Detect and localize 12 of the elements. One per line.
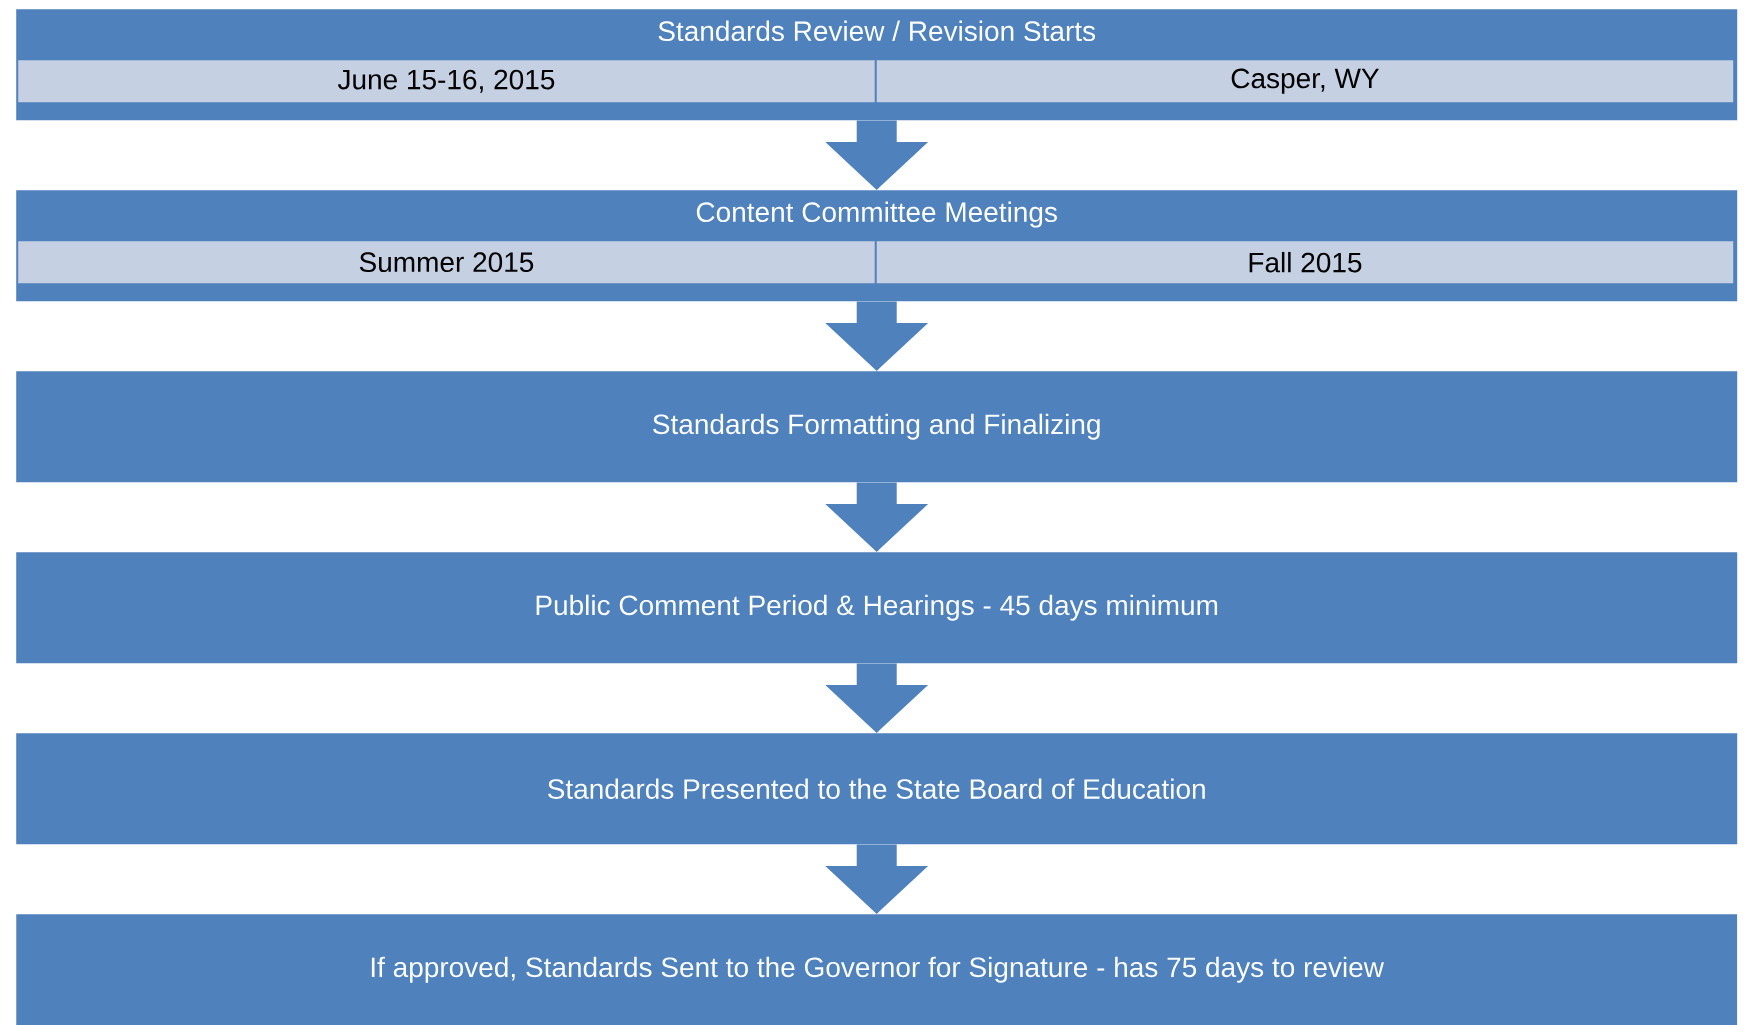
stage-band: Public Comment Period & Hearings - 45 days minimum <box>16 552 1738 664</box>
stage-band: Standards Formatting and Finalizing <box>16 371 1738 483</box>
detail-cell: Summer 2015 <box>18 241 875 284</box>
node-label: Fall 2015 <box>1249 251 1362 273</box>
detail-cell: Fall 2015 <box>876 241 1734 284</box>
stage-band: If approved, Standards Sent to the Governor for Signature - has 75 days to review <box>16 914 1738 1025</box>
detail-cell: Casper, WY <box>876 60 1734 103</box>
node-label: Summer 2015 <box>359 252 534 273</box>
detail-cell: June 15-16, 2015 <box>18 60 875 103</box>
node-label: June 15-16, 2015 <box>337 69 555 93</box>
node-label: Casper, WY <box>1231 68 1379 94</box>
stage-band: Standards Presented to the State Board of Education <box>16 733 1738 845</box>
